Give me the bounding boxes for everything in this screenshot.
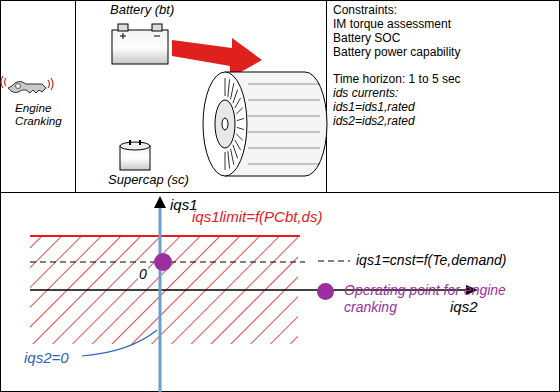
cell-text: Constraints: xyxy=(333,4,397,18)
condition-cell: Engine Cranking xyxy=(1,1,75,192)
cell-text: Battery SOC xyxy=(333,32,400,46)
cell-text: ids currents: xyxy=(333,87,398,101)
supercap-symbol xyxy=(120,140,150,170)
cell-text: ids1=ids1,rated xyxy=(333,101,415,115)
legend-text: iqs1=cnst=f(Te,demand) xyxy=(356,252,506,268)
legend-text: Operating point for engine cranking xyxy=(344,282,524,316)
iqs1-axis xyxy=(159,206,162,392)
limit-line xyxy=(30,235,300,237)
cell-text: Battery power capability xyxy=(333,46,460,60)
cell-text: Time horizon: 1 to 5 sec xyxy=(333,73,461,87)
cell-text: Battery (bt) xyxy=(110,3,174,18)
source-cell: Battery (bt) Supercap (sc) xyxy=(76,1,326,192)
cell-text: Supercap (sc) xyxy=(108,173,189,188)
limit-label: iqs1limit=f(PCbt,ds) xyxy=(192,208,322,225)
cell-text: Engine Cranking xyxy=(15,101,73,128)
induction-motor xyxy=(203,72,327,176)
origin-label: 0 xyxy=(138,266,148,282)
battery-symbol xyxy=(112,24,168,64)
axis-arrowhead xyxy=(154,196,166,208)
key-icon xyxy=(1,76,53,93)
legend-line-sample xyxy=(318,260,350,261)
axis-note: iqs2=0 xyxy=(24,349,69,366)
table-rule xyxy=(326,0,327,192)
axis-label: iqs2 xyxy=(450,298,478,315)
table-rule xyxy=(75,0,76,192)
cell-text: IM torque assessment xyxy=(333,18,451,32)
constraint-cell: Constraints:IM torque assessmentBattery … xyxy=(327,1,559,192)
legend-swatch xyxy=(317,283,334,300)
operating-point xyxy=(154,253,172,271)
leader-line xyxy=(82,330,157,356)
table-rule xyxy=(0,192,560,193)
cell-text: ids2=ids2,rated xyxy=(333,115,415,129)
